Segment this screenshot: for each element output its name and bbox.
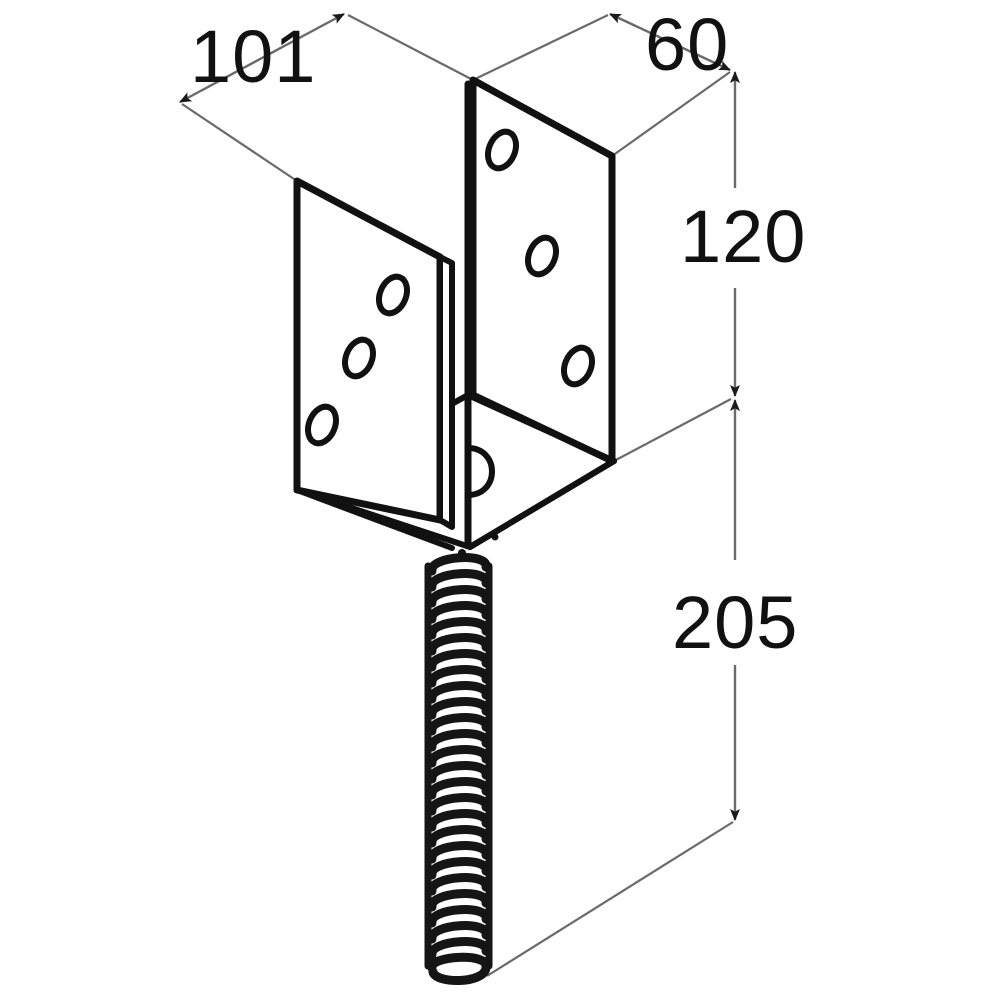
dimension-lines <box>179 12 740 821</box>
dimension-label-101: 101 <box>190 15 316 98</box>
coil <box>427 809 491 832</box>
extension-line-60-right <box>611 71 731 157</box>
coil <box>427 697 491 720</box>
coil <box>427 889 491 912</box>
coil <box>427 952 491 973</box>
coil <box>427 921 491 944</box>
left-plate-thickness-edge <box>437 254 455 530</box>
coil <box>427 553 491 576</box>
extension-line-101-left <box>181 103 298 182</box>
dimension-label-120: 120 <box>680 195 806 278</box>
right-plate-upper-hole <box>485 128 519 172</box>
left-plate-lower-hole <box>305 403 339 447</box>
coil <box>427 633 491 656</box>
coil <box>427 665 491 688</box>
coil <box>427 825 491 848</box>
extension-line-101-right <box>347 14 474 81</box>
coil <box>427 729 491 752</box>
bracket-body <box>293 76 617 557</box>
dimension-line-101 <box>179 12 345 104</box>
coil <box>427 857 491 880</box>
coil <box>427 937 491 960</box>
base-front-right-edge <box>467 458 617 550</box>
coil <box>427 841 491 864</box>
coil <box>427 713 491 736</box>
extension-line-60-left <box>472 14 609 81</box>
rod-attachment-node <box>458 549 466 557</box>
spiral-anchor-rod <box>424 553 493 986</box>
coil <box>427 777 491 800</box>
right-plate-lower-hole <box>561 344 595 388</box>
extension-line-205-bottom <box>486 821 734 977</box>
dimension-extension-lines <box>181 14 734 977</box>
dimension-label-205: 205 <box>672 581 798 664</box>
left-plate-middle-hole <box>342 336 376 380</box>
base-front-edge <box>294 487 455 551</box>
base-fold-line <box>465 392 617 464</box>
coil <box>427 569 491 592</box>
coil <box>427 873 491 896</box>
coil <box>427 905 491 928</box>
dimension-labels: 101 60 120 205 <box>190 3 806 664</box>
coil <box>427 793 491 816</box>
dimension-label-60: 60 <box>645 3 729 86</box>
coil <box>427 617 491 640</box>
coil <box>427 761 491 784</box>
right-plate-middle-hole <box>525 234 559 278</box>
base-plate-center-hole <box>465 445 495 498</box>
dimension-line-60 <box>609 12 731 72</box>
coil <box>427 649 491 672</box>
coil <box>427 585 491 608</box>
left-plate-holes <box>305 273 410 447</box>
extension-line-120-bottom <box>613 398 732 462</box>
right-plate-holes <box>485 128 595 388</box>
coil <box>427 681 491 704</box>
left-plate-upper-hole <box>376 273 410 317</box>
spiral-rod-side-edges <box>424 562 493 970</box>
coil <box>427 745 491 768</box>
coil <box>427 601 491 624</box>
spiral-coils <box>427 553 491 986</box>
rod-attachment-node-right <box>491 533 499 541</box>
coil-bottom-cap <box>428 963 491 986</box>
